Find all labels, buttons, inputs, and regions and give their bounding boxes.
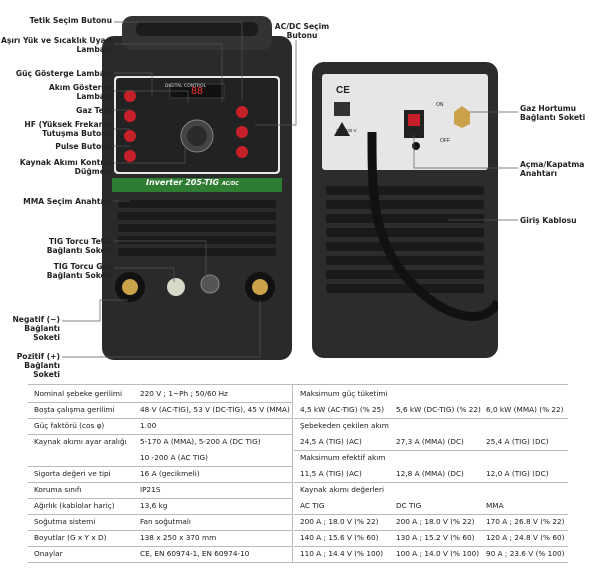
spec-value: IP21S (140, 485, 161, 494)
spec-value: 138 x 250 x 370 mm (140, 533, 217, 542)
callout-current-knob: Kaynak Akımı Kontrol Düğmesi (19, 158, 112, 176)
callout-gas-hose-socket: Gaz Hortumu Bağlantı Soketi (520, 104, 586, 122)
spec-value: 25,4 A (TIG) (DC) (486, 437, 549, 446)
spec-value: 200 A ; 18.0 V (% 22) (396, 517, 475, 526)
on-label: ON (436, 102, 444, 108)
spec-label: Onaylar (34, 549, 63, 558)
specs-table: Nominal şebeke gerilimi 220 V ; 1~Ph ; 50… (28, 384, 572, 574)
callout-gas-test: Gaz Test (76, 106, 112, 115)
spec-value: Fan soğutmalı (140, 517, 191, 526)
callout-positive-socket: Pozitif (+) Bağlantı Soketi (16, 352, 60, 379)
column-header: MMA (486, 501, 504, 510)
back-welder-machine (312, 62, 498, 358)
product-illustration: 88 DIGITAL CONTROL Inverter 205-TIG AC/D… (0, 16, 586, 379)
callout-mma-switch: MMA Seçim Anahtarı (23, 197, 112, 206)
callout-current-lamp: Akım Gösterge Lambası (48, 83, 112, 101)
spec-value: 170 A ; 26.8 V (% 22) (486, 517, 565, 526)
callout-tig-trigger-socket: TIG Torcu Tetik Bağlantı Soketi (46, 237, 112, 255)
spec-value: 5-170 A (MMA), 5-200 A (DC TIG) (140, 437, 261, 446)
callout-acdc-button: AC/DC Seçim Butonu (274, 22, 330, 40)
weld-values-title: Kaynak akımı değerleri (300, 485, 385, 494)
spec-value: 200 A ; 18.0 V (% 22) (300, 517, 379, 526)
spec-value: 130 A ; 15.2 V (% 60) (396, 533, 475, 542)
spec-value: 16 A (gecikmeli) (140, 469, 200, 478)
callout-power-lamp: Güç Gösterge Lambası (15, 69, 112, 78)
spec-label: Koruma sınıfı (34, 485, 82, 494)
spec-value: 13,6 kg (140, 501, 168, 510)
spec-value: 6,0 kW (MMA) (% 22) (486, 405, 564, 414)
spec-value: 110 A ; 14.4 V (% 100) (300, 549, 384, 558)
front-welder-machine: 88 (102, 16, 292, 360)
spec-value: 4,5 kW (AC-TIG) (% 25) (300, 405, 385, 414)
spec-value: 24,5 A (TIG) (AC) (300, 437, 362, 446)
ce-mark: CE (336, 85, 350, 96)
max-power-title: Maksimum güç tüketimi (300, 389, 388, 398)
display-title: DIGITAL CONTROL (165, 84, 206, 89)
spec-label: Soğutma sistemi (34, 517, 96, 526)
spec-value: 90 A ; 23.6 V (% 100) (486, 549, 565, 558)
callout-overload-lamp: Aşırı Yük ve Sıcaklık Uyarı Lambası (0, 36, 112, 54)
spec-value: CE, EN 60974-1, EN 60974-10 (140, 549, 250, 558)
rating-label: 220/230 V (336, 128, 357, 133)
spec-label: Boyutlar (G x Y x D) (34, 533, 107, 542)
spec-label: Kaynak akımı ayar aralığı (34, 437, 127, 446)
spec-label: Güç faktörü (cos φ) (34, 421, 105, 430)
spec-value: 140 A ; 15.6 V (% 60) (300, 533, 379, 542)
brand-label: Inverter 205-TIG AC/DC (146, 178, 239, 187)
spec-value: 27,3 A (MMA) (DC) (396, 437, 464, 446)
spec-value: 11,5 A (TIG) (AC) (300, 469, 362, 478)
callout-negative-socket: Negatif (−) Bağlantı Soketi (12, 315, 60, 342)
eff-current-title: Maksimum efektif akım (300, 453, 386, 462)
callout-pulse-button: Pulse Butonu (55, 142, 112, 151)
spec-value: 120 A ; 24.8 V (% 60) (486, 533, 565, 542)
spec-value: 5,6 kW (DC-TIG) (% 22) (396, 405, 481, 414)
spec-value: 48 V (AC-TIG), 53 V (DC-TIG), 45 V (MMA) (140, 405, 290, 414)
spec-label: Nominal şebeke gerilimi (34, 389, 123, 398)
grid-current-title: Şebekeden çekilen akım (300, 421, 389, 430)
off-label: OFF (440, 138, 450, 144)
spec-label: Sigorta değeri ve tipi (34, 469, 111, 478)
callout-tig-gas-socket: TIG Torcu Gaz Bağlantı Soketi (46, 262, 112, 280)
callout-tetik-button: Tetik Seçim Butonu (29, 16, 112, 25)
spec-value: 12,0 A (TIG) (DC) (486, 469, 549, 478)
brand-suffix: AC/DC (221, 181, 239, 187)
spec-value: 10 -200 A (AC TIG) (140, 453, 209, 462)
spec-value: 1.00 (140, 421, 157, 430)
spec-label: Ağırlık (kablolar hariç) (34, 501, 115, 510)
column-header: AC TIG (300, 501, 325, 510)
svg-text:88: 88 (191, 86, 203, 97)
column-header: DC TIG (396, 501, 422, 510)
callout-power-switch: Açma/Kapatma Anahtarı (520, 160, 585, 178)
spec-label: Boşta çalışma gerilimi (34, 405, 115, 414)
callout-hf-button: HF (Yüksek Frekans) Tutuşma Butonu (24, 120, 112, 138)
callout-lines (62, 21, 518, 358)
callout-input-cable: Giriş Kablosu (520, 216, 577, 225)
brand-name: Inverter 205-TIG (146, 178, 220, 187)
spec-value: 100 A ; 14.0 V (% 100) (396, 549, 480, 558)
spec-value: 12,8 A (MMA) (DC) (396, 469, 464, 478)
spec-value: 220 V ; 1~Ph ; 50/60 Hz (140, 389, 228, 398)
